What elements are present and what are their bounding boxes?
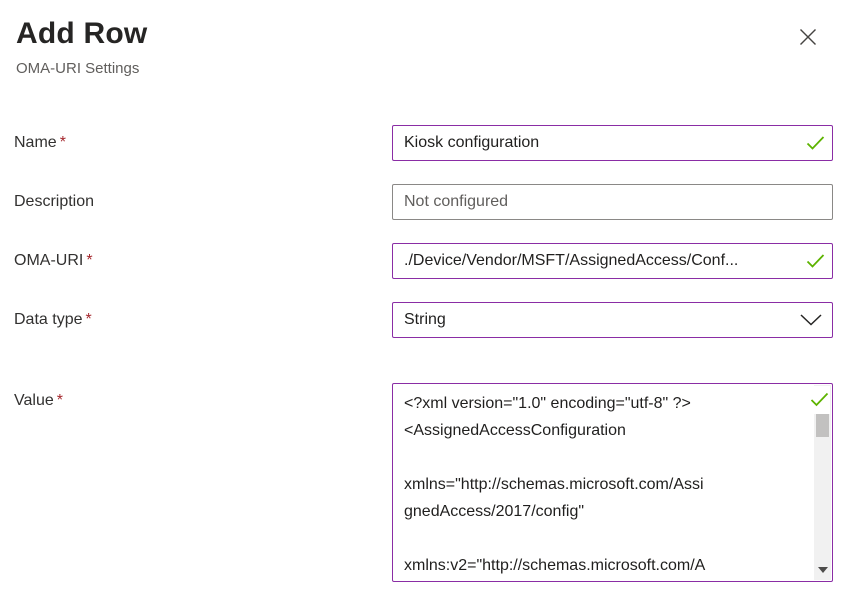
- description-label: Description: [14, 193, 392, 211]
- data-type-label-text: Data type: [14, 311, 83, 328]
- name-field: [392, 125, 833, 161]
- form-row-name: Name*: [14, 125, 833, 161]
- required-asterisk: *: [59, 134, 66, 151]
- header-titles: Add Row OMA-URI Settings: [14, 14, 147, 79]
- value-scrollbar[interactable]: [814, 385, 831, 580]
- oma-uri-label: OMA-URI*: [14, 252, 392, 270]
- add-row-panel: Add Row OMA-URI Settings Name* Descripti…: [14, 14, 833, 582]
- form-row-description: Description: [14, 184, 833, 220]
- description-input[interactable]: [392, 184, 833, 220]
- name-input[interactable]: [392, 125, 833, 161]
- required-asterisk: *: [86, 252, 93, 269]
- oma-uri-input[interactable]: [392, 243, 833, 279]
- valid-check-container: [808, 386, 830, 414]
- description-label-text: Description: [14, 193, 95, 210]
- panel-header: Add Row OMA-URI Settings: [14, 14, 833, 79]
- scroll-down-arrow-icon[interactable]: [817, 567, 828, 573]
- page-title: Add Row: [16, 17, 148, 50]
- data-type-field: String: [392, 302, 833, 338]
- valid-check-icon: [810, 392, 828, 407]
- close-button[interactable]: [796, 25, 820, 49]
- value-text-content[interactable]: <?xml version="1.0" encoding="utf-8" ?> …: [404, 395, 706, 574]
- form-row-value: Value* <?xml version="1.0" encoding="utf…: [14, 383, 833, 582]
- description-field: [392, 184, 833, 220]
- value-field: <?xml version="1.0" encoding="utf-8" ?> …: [392, 383, 833, 582]
- scrollbar-thumb[interactable]: [816, 412, 829, 437]
- page-subtitle: OMA-URI Settings: [16, 60, 140, 77]
- oma-uri-label-text: OMA-URI: [14, 252, 84, 269]
- close-icon: [800, 29, 816, 45]
- required-asterisk: *: [85, 311, 92, 328]
- name-label-text: Name: [14, 134, 57, 151]
- required-asterisk: *: [56, 392, 63, 409]
- oma-uri-form: Name* Description OMA-URI*: [14, 125, 833, 582]
- data-type-selected-value: String: [404, 311, 446, 328]
- data-type-label: Data type*: [14, 311, 392, 329]
- form-row-data-type: Data type* String: [14, 302, 833, 338]
- oma-uri-field: [392, 243, 833, 279]
- form-row-oma-uri: OMA-URI*: [14, 243, 833, 279]
- value-textarea[interactable]: <?xml version="1.0" encoding="utf-8" ?> …: [392, 383, 833, 582]
- value-label-text: Value: [14, 392, 54, 409]
- value-label: Value*: [14, 392, 392, 410]
- data-type-dropdown[interactable]: String: [392, 302, 833, 338]
- name-label: Name*: [14, 134, 392, 152]
